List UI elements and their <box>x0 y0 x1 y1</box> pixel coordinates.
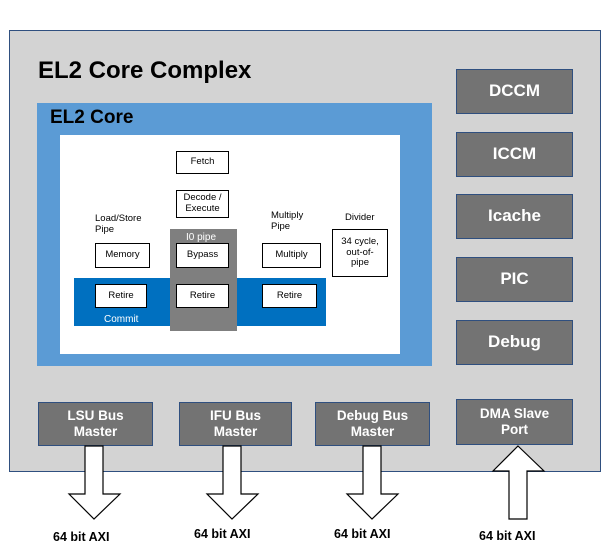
multiply-pipe-label: Multiply Pipe <box>271 210 304 233</box>
debug-axi-label: 64 bit AXI <box>334 527 391 541</box>
debug-label: Debug <box>488 332 541 352</box>
divider-label: Divider <box>345 212 375 223</box>
retire-box-io: Retire <box>176 284 229 308</box>
debug-bus-master-label: Debug Bus Master <box>336 407 409 439</box>
dma-axi-label: 64 bit AXI <box>479 529 536 543</box>
dma-slave-port-label: DMA Slave Port <box>479 405 550 437</box>
lsu-bus-master-label: LSU Bus Master <box>67 407 124 439</box>
fetch-box: Fetch <box>176 151 229 174</box>
memory-box: Memory <box>95 243 150 268</box>
io-pipe-label: I0 pipe <box>186 232 217 243</box>
memory-label: Memory <box>105 249 140 261</box>
ifu-bus-master-label: IFU Bus Master <box>209 407 261 439</box>
fetch-label: Fetch <box>190 156 215 168</box>
decode-execute-box: Decode / Execute <box>176 190 229 218</box>
dccm-block: DCCM <box>456 69 573 114</box>
retire-label: Retire <box>108 289 134 301</box>
commit-label: Commit <box>104 314 139 325</box>
icache-block: Icache <box>456 194 573 239</box>
retire-label: Retire <box>276 289 303 301</box>
divider-box: 34 cycle, out-of- pipe <box>332 229 388 277</box>
debug-bus-master-block: Debug Bus Master <box>315 402 430 446</box>
retire-box-multiply: Retire <box>262 284 317 308</box>
dma-axi-up-arrow <box>491 445 546 520</box>
pic-block: PIC <box>456 257 573 302</box>
debug-axi-down-arrow <box>345 445 400 520</box>
pic-label: PIC <box>500 269 529 289</box>
bypass-label: Bypass <box>186 249 219 261</box>
retire-label: Retire <box>189 289 216 301</box>
retire-box-load-store: Retire <box>95 284 147 308</box>
lsu-bus-master-block: LSU Bus Master <box>38 402 153 446</box>
debug-block: Debug <box>456 320 573 365</box>
load-store-pipe-label: Load/Store Pipe <box>95 213 142 236</box>
core-complex-title: EL2 Core Complex <box>38 57 252 84</box>
dccm-label: DCCM <box>489 81 540 101</box>
lsu-axi-label: 64 bit AXI <box>53 530 110 544</box>
icache-label: Icache <box>488 206 541 226</box>
ifu-axi-label: 64 bit AXI <box>194 527 251 541</box>
lsu-axi-down-arrow <box>67 445 122 520</box>
bypass-box: Bypass <box>176 243 229 268</box>
decode-execute-label: Decode / Execute <box>183 192 222 214</box>
ifu-axi-down-arrow <box>205 445 260 520</box>
multiply-label: Multiply <box>275 249 308 261</box>
iccm-block: ICCM <box>456 132 573 177</box>
iccm-label: ICCM <box>492 144 537 164</box>
el2-core-title: EL2 Core <box>50 107 134 128</box>
divider-box-label: 34 cycle, out-of- pipe <box>341 235 379 269</box>
ifu-bus-master-block: IFU Bus Master <box>179 402 292 446</box>
multiply-box: Multiply <box>262 243 321 268</box>
dma-slave-port-block: DMA Slave Port <box>456 399 573 445</box>
